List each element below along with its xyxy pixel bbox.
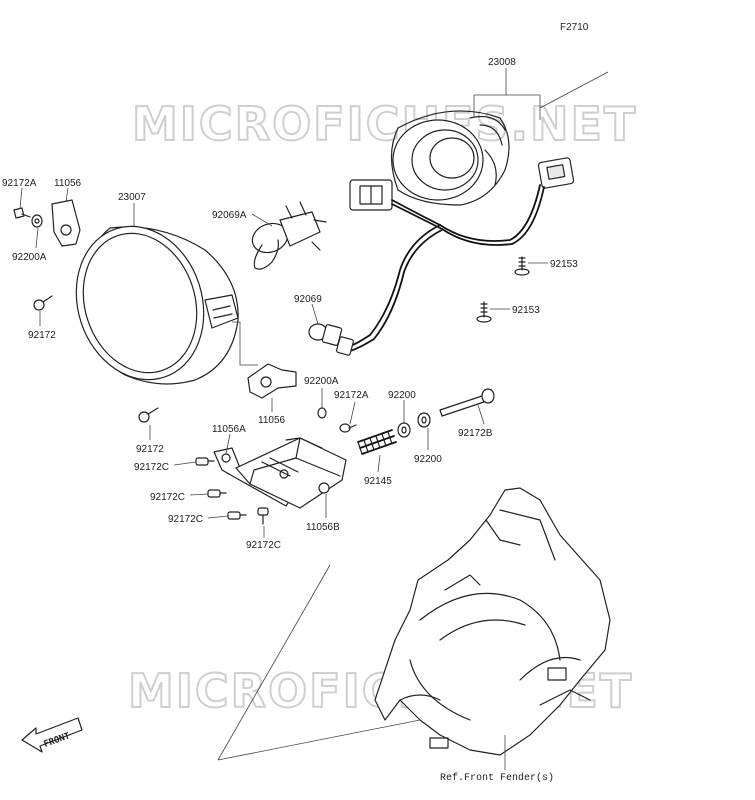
label-92172-left: 92172	[28, 330, 56, 341]
label-23008: 23008	[488, 57, 516, 68]
bulb-92069	[308, 323, 354, 356]
bulb-92069A	[251, 201, 327, 270]
reference-front-fender: Ref.Front Fender(s)	[440, 772, 554, 784]
label-11056B: 11056B	[306, 522, 340, 533]
label-92172-bottom: 92172	[136, 444, 164, 455]
spring-92145	[357, 429, 397, 455]
screw-92172C-2	[207, 489, 227, 498]
screw-92172A-mid	[339, 423, 357, 433]
part-labels: 23008 23007 11056 92172A 92200A 92172 92…	[2, 57, 578, 551]
label-92200-b: 92200	[414, 454, 442, 465]
leader-lines	[19, 187, 548, 538]
figure-code: F2710	[560, 22, 589, 33]
label-92172A-mid: 92172A	[334, 390, 369, 401]
washer-92200A-mid	[317, 407, 327, 419]
socket-boot-23008	[344, 110, 575, 353]
front-arrow-icon: FRONT	[21, 717, 83, 753]
washer-92200A-left	[31, 214, 43, 228]
washer-92200-b	[417, 412, 431, 428]
bracket-11056-mid	[247, 363, 297, 399]
label-23007: 23007	[118, 192, 146, 203]
clip-92153-b	[476, 301, 492, 323]
label-92172C-2: 92172C	[150, 492, 185, 503]
label-92172C-4: 92172C	[246, 540, 281, 551]
label-92172A-top: 92172A	[2, 178, 37, 189]
bolt-92172B	[439, 388, 495, 417]
screw-92172C-3	[227, 511, 247, 520]
screw-92172C-4	[257, 507, 269, 525]
label-92172B: 92172B	[458, 428, 493, 439]
label-92153-a: 92153	[550, 259, 578, 270]
label-92153-b: 92153	[512, 305, 540, 316]
clip-92153-a	[514, 256, 530, 276]
label-11056A: 11056A	[212, 424, 246, 435]
assembly-lines	[217, 68, 609, 770]
label-92200-a: 92200	[388, 390, 416, 401]
label-92069: 92069	[294, 294, 322, 305]
label-92145: 92145	[364, 476, 392, 487]
watermark-top: MICROFICHES.NET	[132, 97, 637, 151]
label-11056-top: 11056	[54, 178, 82, 189]
label-92200A-mid: 92200A	[304, 376, 339, 387]
screw-92172-left	[33, 295, 53, 311]
bracket-11056B	[235, 437, 347, 509]
label-11056-mid: 11056	[258, 415, 286, 426]
screw-92172-bottom	[138, 407, 159, 423]
label-92200A-left: 92200A	[12, 252, 47, 263]
headlight-23007	[75, 225, 258, 385]
front-fender-housing	[374, 487, 611, 756]
label-92069A: 92069A	[212, 210, 247, 221]
washer-92200-a	[397, 422, 411, 438]
bracket-11056-top	[51, 199, 81, 247]
label-92172C-3: 92172C	[168, 514, 203, 525]
screw-92172A-top	[13, 207, 31, 219]
screw-92172C-1	[195, 457, 215, 466]
label-92172C-1: 92172C	[134, 462, 169, 473]
